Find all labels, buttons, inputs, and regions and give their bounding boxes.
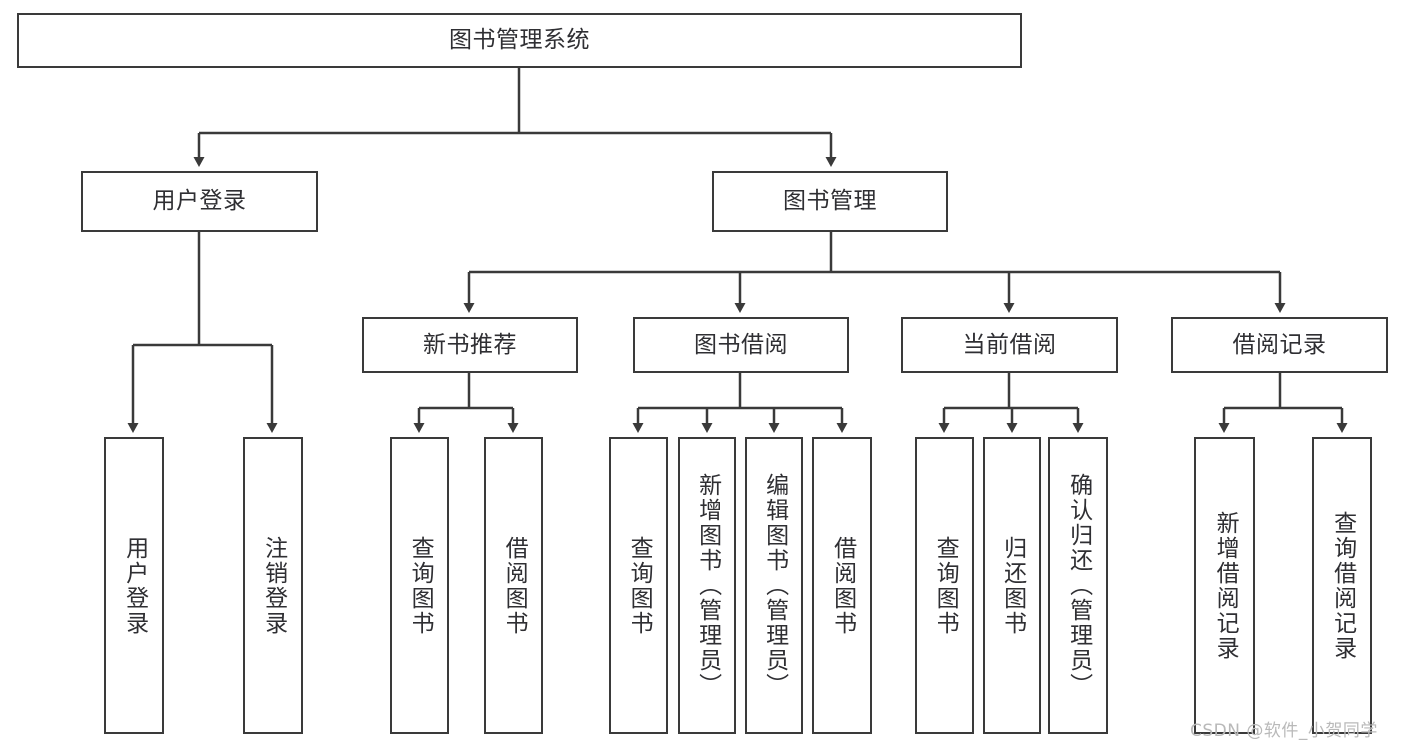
leaf-query-book-1[interactable]: 查询图书 [390,437,449,734]
leaf-user-logout[interactable]: 注销登录 [243,437,303,734]
node-current-borrow[interactable]: 当前借阅 [901,317,1118,373]
node-book-borrow-label: 图书借阅 [694,331,788,358]
node-root-label: 图书管理系统 [449,27,590,54]
node-root[interactable]: 图书管理系统 [17,13,1022,68]
node-borrow-record[interactable]: 借阅记录 [1171,317,1388,373]
node-book-manage-label: 图书管理 [783,188,877,215]
node-user-login[interactable]: 用户登录 [81,171,318,232]
leaf-query-book-3-label: 查询图书 [932,535,959,636]
csdn-watermark: CSDN @软件_小贺同学 [1190,721,1378,741]
leaf-edit-book-label: 编辑图书（管理员） [761,473,788,698]
leaf-confirm-return[interactable]: 确认归还（管理员） [1048,437,1108,734]
leaf-borrow-book-1-label: 借阅图书 [501,535,528,636]
leaf-user-logout-label: 注销登录 [260,535,287,636]
leaf-query-record-label: 查询借阅记录 [1329,510,1356,661]
leaf-user-login[interactable]: 用户登录 [104,437,164,734]
leaf-edit-book[interactable]: 编辑图书（管理员） [745,437,803,734]
node-book-manage[interactable]: 图书管理 [712,171,948,232]
leaf-add-record[interactable]: 新增借阅记录 [1194,437,1255,734]
leaf-query-book-3[interactable]: 查询图书 [915,437,974,734]
leaf-confirm-return-label: 确认归还（管理员） [1065,473,1092,698]
leaf-borrow-book-2-label: 借阅图书 [829,535,856,636]
node-borrow-record-label: 借阅记录 [1232,331,1327,358]
node-book-borrow[interactable]: 图书借阅 [633,317,849,373]
leaf-borrow-book-1[interactable]: 借阅图书 [484,437,543,734]
leaf-user-login-label: 用户登录 [121,535,148,636]
node-user-login-label: 用户登录 [152,188,247,215]
leaf-query-book-2[interactable]: 查询图书 [609,437,668,734]
leaf-borrow-book-2[interactable]: 借阅图书 [812,437,872,734]
node-current-borrow-label: 当前借阅 [962,331,1057,358]
node-new-book-recommend[interactable]: 新书推荐 [362,317,578,373]
leaf-return-book[interactable]: 归还图书 [983,437,1041,734]
leaf-query-record[interactable]: 查询借阅记录 [1312,437,1372,734]
leaf-query-book-1-label: 查询图书 [407,535,434,636]
leaf-query-book-2-label: 查询图书 [626,535,653,636]
leaf-add-book-label: 新增图书（管理员） [694,473,721,698]
leaf-add-record-label: 新增借阅记录 [1212,510,1239,661]
node-new-book-recommend-label: 新书推荐 [423,331,517,358]
leaf-add-book[interactable]: 新增图书（管理员） [678,437,736,734]
leaf-return-book-label: 归还图书 [999,535,1026,636]
